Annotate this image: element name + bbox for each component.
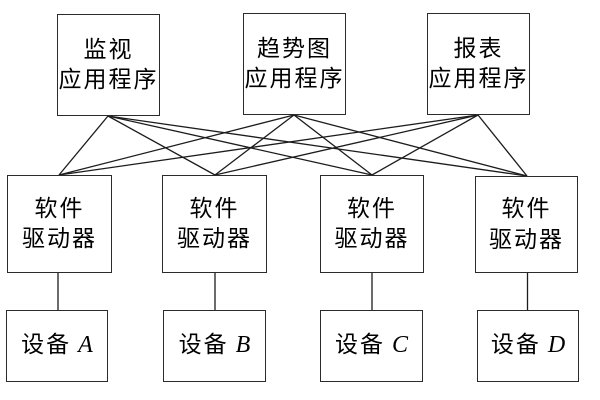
node-device-b: 设备 B — [163, 310, 266, 382]
node-label-line1: 报表 — [453, 35, 504, 61]
node-label-line1: 软件 — [501, 196, 552, 222]
node-software-driver-4: 软件 驱动器 — [475, 176, 578, 273]
node-label-line1: 趋势图 — [257, 35, 332, 61]
node-label-line2: 应用程序 — [244, 66, 345, 91]
device-prefix: 设备 — [21, 332, 72, 358]
node-device-d: 设备 D — [477, 310, 579, 382]
node-label-line1: 软件 — [34, 195, 85, 221]
node-trend-chart-application: 趋势图 应用程序 — [243, 13, 346, 115]
node-label-line1: 监视 — [83, 36, 134, 62]
device-prefix: 设备 — [178, 332, 229, 358]
node-label-line2: 驱动器 — [334, 226, 410, 251]
node-label-line1: 软件 — [189, 195, 240, 221]
node-label-line2: 驱动器 — [489, 226, 564, 252]
node-monitor-application: 监视 应用程序 — [57, 14, 160, 116]
node-label-line2: 驱动器 — [22, 226, 97, 251]
node-device-a: 设备 A — [6, 310, 108, 382]
node-software-driver-1: 软件 驱动器 — [7, 175, 112, 273]
device-prefix: 设备 — [334, 332, 385, 358]
device-label: 设备 A — [21, 330, 93, 362]
device-label: 设备 B — [179, 330, 251, 362]
node-label-line2: 驱动器 — [177, 226, 252, 251]
node-software-driver-3: 软件 驱动器 — [320, 175, 424, 273]
node-device-c: 设备 C — [320, 310, 423, 382]
device-letter: B — [235, 332, 251, 359]
device-label: 设备 D — [491, 330, 565, 362]
node-software-driver-2: 软件 驱动器 — [162, 175, 267, 273]
device-letter: C — [391, 332, 408, 359]
device-letter: D — [547, 332, 566, 359]
node-label-line2: 应用程序 — [58, 67, 159, 92]
device-label: 设备 C — [335, 330, 408, 362]
node-label-line2: 应用程序 — [428, 66, 529, 91]
node-label-line1: 软件 — [347, 195, 397, 221]
device-letter: A — [78, 332, 93, 359]
node-report-application: 报表 应用程序 — [427, 13, 530, 115]
device-prefix: 设备 — [490, 332, 541, 358]
